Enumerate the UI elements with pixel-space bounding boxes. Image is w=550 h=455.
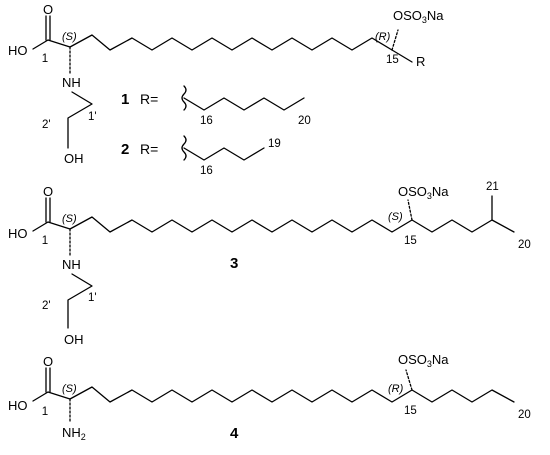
carbon-1-label: 1 — [42, 53, 48, 65]
bond — [391, 49, 413, 63]
stereo-label: (S) — [62, 213, 77, 225]
hydroxyl-label: HO — [8, 43, 28, 58]
bond — [32, 221, 49, 232]
carbonyl-oxygen: O — [43, 354, 53, 369]
carbon-20-label: 20 — [298, 115, 311, 127]
hydroxyl-label: OH — [64, 332, 84, 347]
alkyl-chain — [69, 34, 393, 51]
prime-2-label: 2' — [42, 300, 51, 312]
stereo-label: (S) — [388, 211, 403, 223]
r-definition-label: R= — [140, 91, 158, 107]
wavy-bond — [181, 85, 187, 111]
bond — [47, 39, 71, 48]
prime-1-label: 1' — [88, 111, 97, 123]
sulfate-label: OSO3Na — [393, 8, 444, 25]
compound-number: 2 — [121, 141, 129, 158]
sulfate-label: OSO3Na — [398, 184, 449, 201]
carbon-21-label: 21 — [486, 181, 499, 193]
compound-number: 1 — [121, 91, 129, 108]
carbonyl-oxygen: O — [43, 2, 53, 17]
ethanolamine-arm — [67, 273, 93, 329]
hashed-bond — [391, 29, 399, 51]
branched-tail — [411, 219, 515, 233]
bond — [32, 391, 49, 402]
stereo-label: (S) — [62, 383, 77, 395]
stereo-label: (R) — [388, 383, 404, 395]
hydroxyl-label: HO — [8, 398, 28, 413]
hydroxyl-label: HO — [8, 226, 28, 241]
stereo-label: (S) — [62, 31, 77, 43]
carbon-16-label: 16 — [200, 165, 213, 177]
carbon-15-label: 15 — [404, 405, 417, 417]
carbonyl-oxygen: O — [43, 184, 53, 199]
amine-label: NH — [62, 75, 81, 90]
alkyl-chain — [69, 386, 515, 403]
carbon-15-label: 15 — [404, 235, 417, 247]
amine-label: NH — [62, 257, 81, 272]
carbon-19-label: 19 — [268, 138, 281, 150]
hydroxyl-label: OH — [64, 151, 84, 166]
alkyl-chain — [69, 216, 413, 233]
sulfate-label: OSO3Na — [398, 352, 449, 369]
r-definition-label: R= — [140, 141, 158, 157]
hashed-bond — [407, 199, 413, 221]
wavy-bond — [181, 135, 187, 161]
carbon-15-label: 15 — [386, 54, 399, 66]
bond — [32, 39, 49, 50]
prime-1-label: 1' — [88, 292, 97, 304]
carbon-1-label: 1 — [42, 406, 48, 418]
r-chain-heptyl — [183, 97, 305, 111]
carbon-1-label: 1 — [42, 235, 48, 247]
ethanolamine-arm — [67, 91, 93, 149]
bond — [47, 391, 71, 400]
compound-number: 4 — [230, 425, 239, 442]
structure-bottom: O HO 1 (S) NH2 OSO3Na (R) 15 20 4 — [8, 352, 531, 442]
amine-label: NH2 — [62, 425, 86, 442]
stereo-label: (R) — [375, 31, 391, 43]
structure-top: O HO 1 (S) NH 1' 2' OH OSO3Na (R) 15 R 1… — [8, 2, 444, 177]
carbon-16-label: 16 — [200, 115, 213, 127]
prime-2-label: 2' — [42, 119, 51, 131]
carbon-20-label: 20 — [518, 239, 531, 251]
r-chain-hexyl — [183, 147, 265, 161]
compound-number: 3 — [230, 255, 238, 272]
bond — [47, 221, 71, 230]
carbon-20-label: 20 — [518, 409, 531, 421]
structure-middle: O HO 1 (S) NH 1' 2' OH OSO3Na (S) 15 21 … — [8, 181, 531, 347]
hashed-bond — [405, 369, 413, 391]
r-group-label: R — [416, 54, 425, 69]
